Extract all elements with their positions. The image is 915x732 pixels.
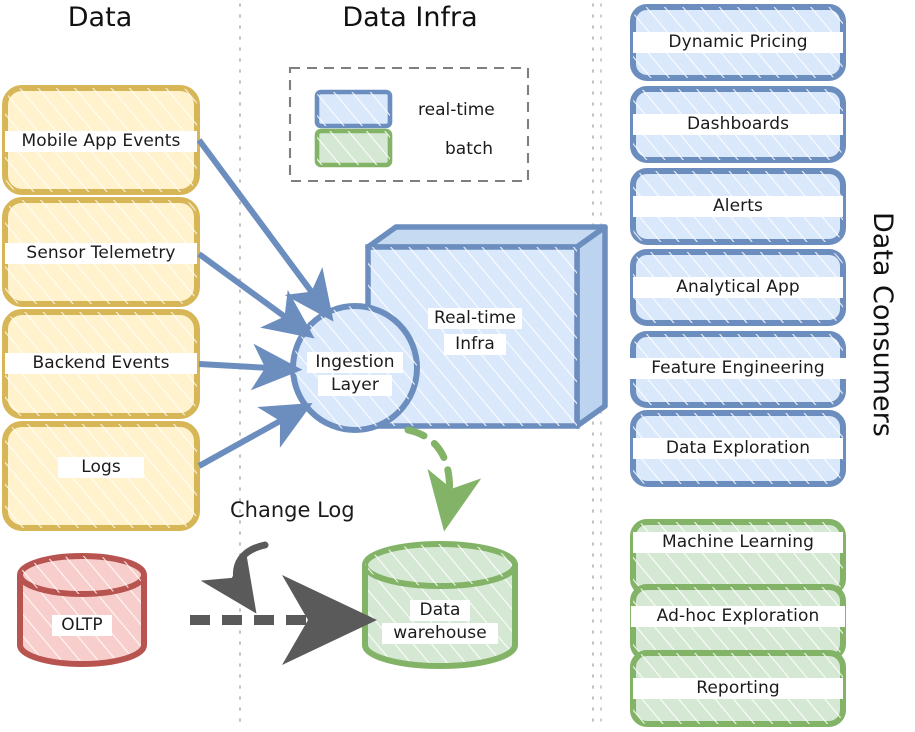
- legend-label-batch: batch: [445, 139, 493, 159]
- legend-swatch-realtime: [314, 89, 393, 129]
- arrow-sensor-to-ingestion: [197, 251, 315, 339]
- consumer-realtime-box-2[interactable]: [630, 168, 846, 245]
- legend-label-realtime: real-time: [418, 100, 495, 120]
- source-box-1[interactable]: [2, 197, 200, 307]
- column-title-data-infra: Data Infra: [342, 2, 478, 33]
- column-title-data: Data: [67, 2, 133, 33]
- legend-swatch-batch: [314, 128, 393, 168]
- arrow-change-log: [200, 541, 269, 614]
- oltp-cylinder[interactable]: [17, 553, 147, 667]
- consumer-batch-box-0[interactable]: [630, 519, 846, 596]
- source-box-3[interactable]: [2, 421, 200, 531]
- consumer-realtime-box-4[interactable]: [630, 331, 846, 408]
- consumer-realtime-box-3[interactable]: [630, 249, 846, 326]
- consumer-batch-box-2[interactable]: [630, 650, 846, 727]
- source-box-0[interactable]: [2, 85, 200, 195]
- warehouse-cylinder[interactable]: [362, 541, 518, 669]
- column-separator-right: [592, 3, 602, 729]
- arrow-backend-to-ingestion: [198, 343, 303, 391]
- arrow-batch-to-warehouse: [404, 426, 482, 532]
- consumer-realtime-box-5[interactable]: [630, 410, 846, 487]
- arrow-logs-to-ingestion: [197, 403, 313, 469]
- legend-frame: [288, 66, 530, 183]
- consumer-batch-box-1[interactable]: [630, 584, 846, 661]
- arrow-mobile-to-ingestion: [196, 138, 334, 322]
- consumer-realtime-box-1[interactable]: [630, 86, 846, 163]
- consumer-realtime-box-0[interactable]: [630, 4, 846, 81]
- change-log-label: Change Log: [230, 498, 355, 522]
- source-box-2[interactable]: [2, 309, 200, 419]
- ingestion-circle[interactable]: [290, 303, 420, 433]
- column-title-data-consumers: Data Consumers: [867, 212, 898, 437]
